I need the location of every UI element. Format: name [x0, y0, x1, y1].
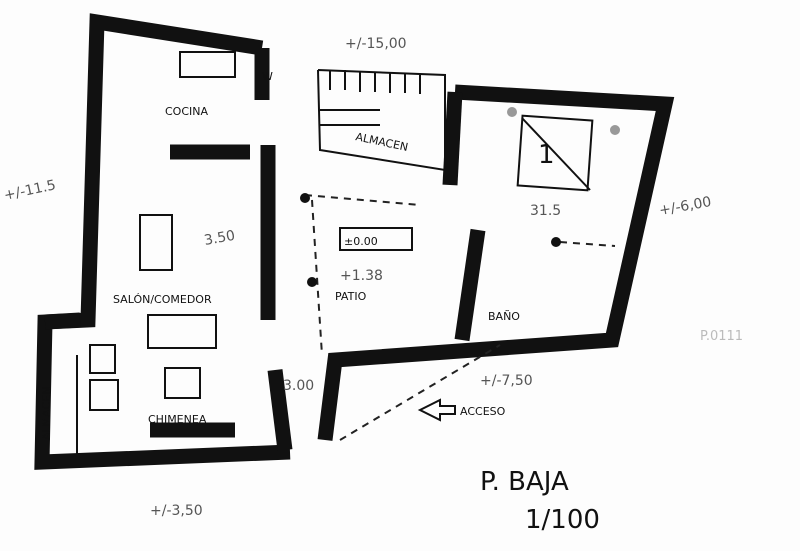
label-wc: W [262, 70, 273, 83]
column [300, 193, 310, 203]
entry-wall [267, 369, 293, 451]
storage-left-wall [44, 312, 81, 330]
sofa [147, 314, 217, 349]
bed-diagonal [521, 117, 591, 191]
bedroom-outline [559, 241, 616, 247]
level-left: +/-11.5 [3, 177, 58, 204]
dimension-bedroom: 31.5 [530, 203, 561, 219]
column [551, 237, 561, 247]
nightstand-lamp [507, 107, 517, 117]
stairs [317, 69, 446, 172]
level-bottom-right: +/-7,50 [480, 373, 533, 389]
label-living: SALÓN/COMEDOR [113, 293, 212, 306]
kitchen-counter [179, 51, 236, 78]
margin-note: P.0111 [700, 329, 743, 344]
label-fireplace: CHIMENEA [148, 413, 207, 426]
entry-ramp [339, 344, 501, 441]
level-top: +/-15,00 [345, 36, 407, 52]
level-patio-sub: +1.38 [340, 268, 383, 284]
plan-scale: 1/100 [525, 505, 600, 535]
label-bedroom-number: 1 [538, 140, 555, 170]
label-patio: PATIO [335, 290, 367, 303]
label-entrance: ACCESO [460, 405, 506, 418]
dining-table [139, 214, 173, 271]
level-patio: ±0.00 [344, 235, 378, 248]
outer-wall-top-right [317, 84, 675, 441]
column [307, 277, 317, 287]
nightstand-lamp [610, 125, 620, 135]
bed [516, 114, 594, 192]
patio-outline [304, 194, 421, 206]
armchair [89, 344, 116, 374]
level-box [339, 227, 413, 251]
dimension-entry: 3.00 [283, 378, 314, 394]
label-storage-top: ALMACEN [354, 130, 409, 154]
stair-steps [320, 70, 421, 126]
dimension-living: 3.50 [203, 228, 236, 249]
label-kitchen: COCINA [165, 105, 208, 118]
bath-wall [454, 228, 486, 342]
level-bottom-left: +/-3,50 [150, 503, 203, 519]
plan-title: P. BAJA [480, 467, 569, 497]
label-storage-left: ALMACEN [40, 387, 53, 440]
label-bath: BAÑO [488, 310, 520, 323]
armchair [89, 379, 119, 411]
coffee-table [164, 367, 201, 399]
entrance-arrow-icon [417, 398, 456, 422]
storage-wall [442, 91, 463, 186]
level-right: +/-6,00 [658, 194, 713, 219]
